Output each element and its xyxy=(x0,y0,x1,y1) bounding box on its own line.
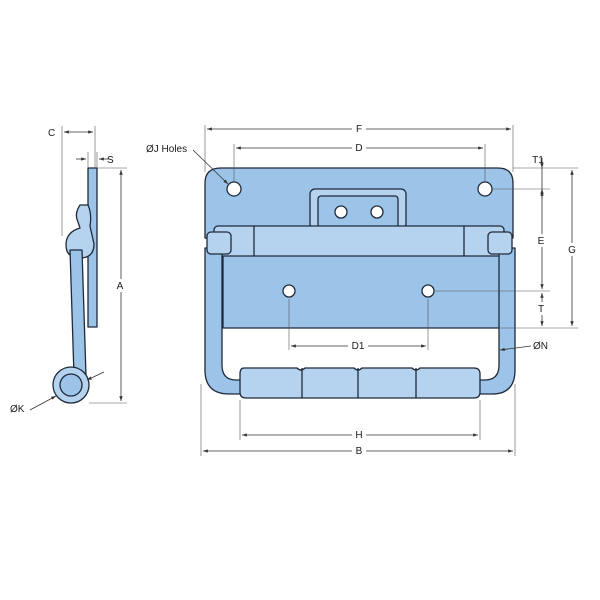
dimension-N-label: ØN xyxy=(533,341,548,352)
dimension-D1-label: D1 xyxy=(352,341,365,352)
dimension-H-label: H xyxy=(355,430,362,441)
dimension-G-label: G xyxy=(568,245,576,256)
mounting-hole-top-right xyxy=(477,181,493,197)
mounting-hole-mid-right xyxy=(421,284,435,298)
dimension-J-label: ØJ Holes xyxy=(146,144,187,155)
side-arm xyxy=(69,249,87,377)
mounting-hole-top-left xyxy=(226,181,242,197)
dimension-T-label: T xyxy=(538,304,544,315)
dimension-D-label: D xyxy=(355,143,362,154)
stop-block-hole-left xyxy=(334,205,348,219)
dimension-K-label: ØK xyxy=(10,404,25,415)
dimension-B-label: B xyxy=(356,446,363,457)
side-view xyxy=(52,167,98,404)
dimension-S-label: S xyxy=(107,155,114,166)
dimension-E-label: E xyxy=(538,236,545,247)
dimensions-front: F D T1 E T G D1 ØN xyxy=(146,122,579,457)
mounting-hole-mid-left xyxy=(282,284,296,298)
front-view xyxy=(204,167,516,399)
hinge-barrel xyxy=(213,225,505,257)
dimension-F-label: F xyxy=(356,124,362,135)
dimension-C-label: C xyxy=(48,128,55,139)
stop-block-hole-right xyxy=(370,205,384,219)
grip xyxy=(239,367,481,399)
dimension-T1-label: T1 xyxy=(532,155,544,166)
dimensions-side: C S A ØK xyxy=(10,126,127,415)
dimension-A-label: A xyxy=(117,281,124,292)
